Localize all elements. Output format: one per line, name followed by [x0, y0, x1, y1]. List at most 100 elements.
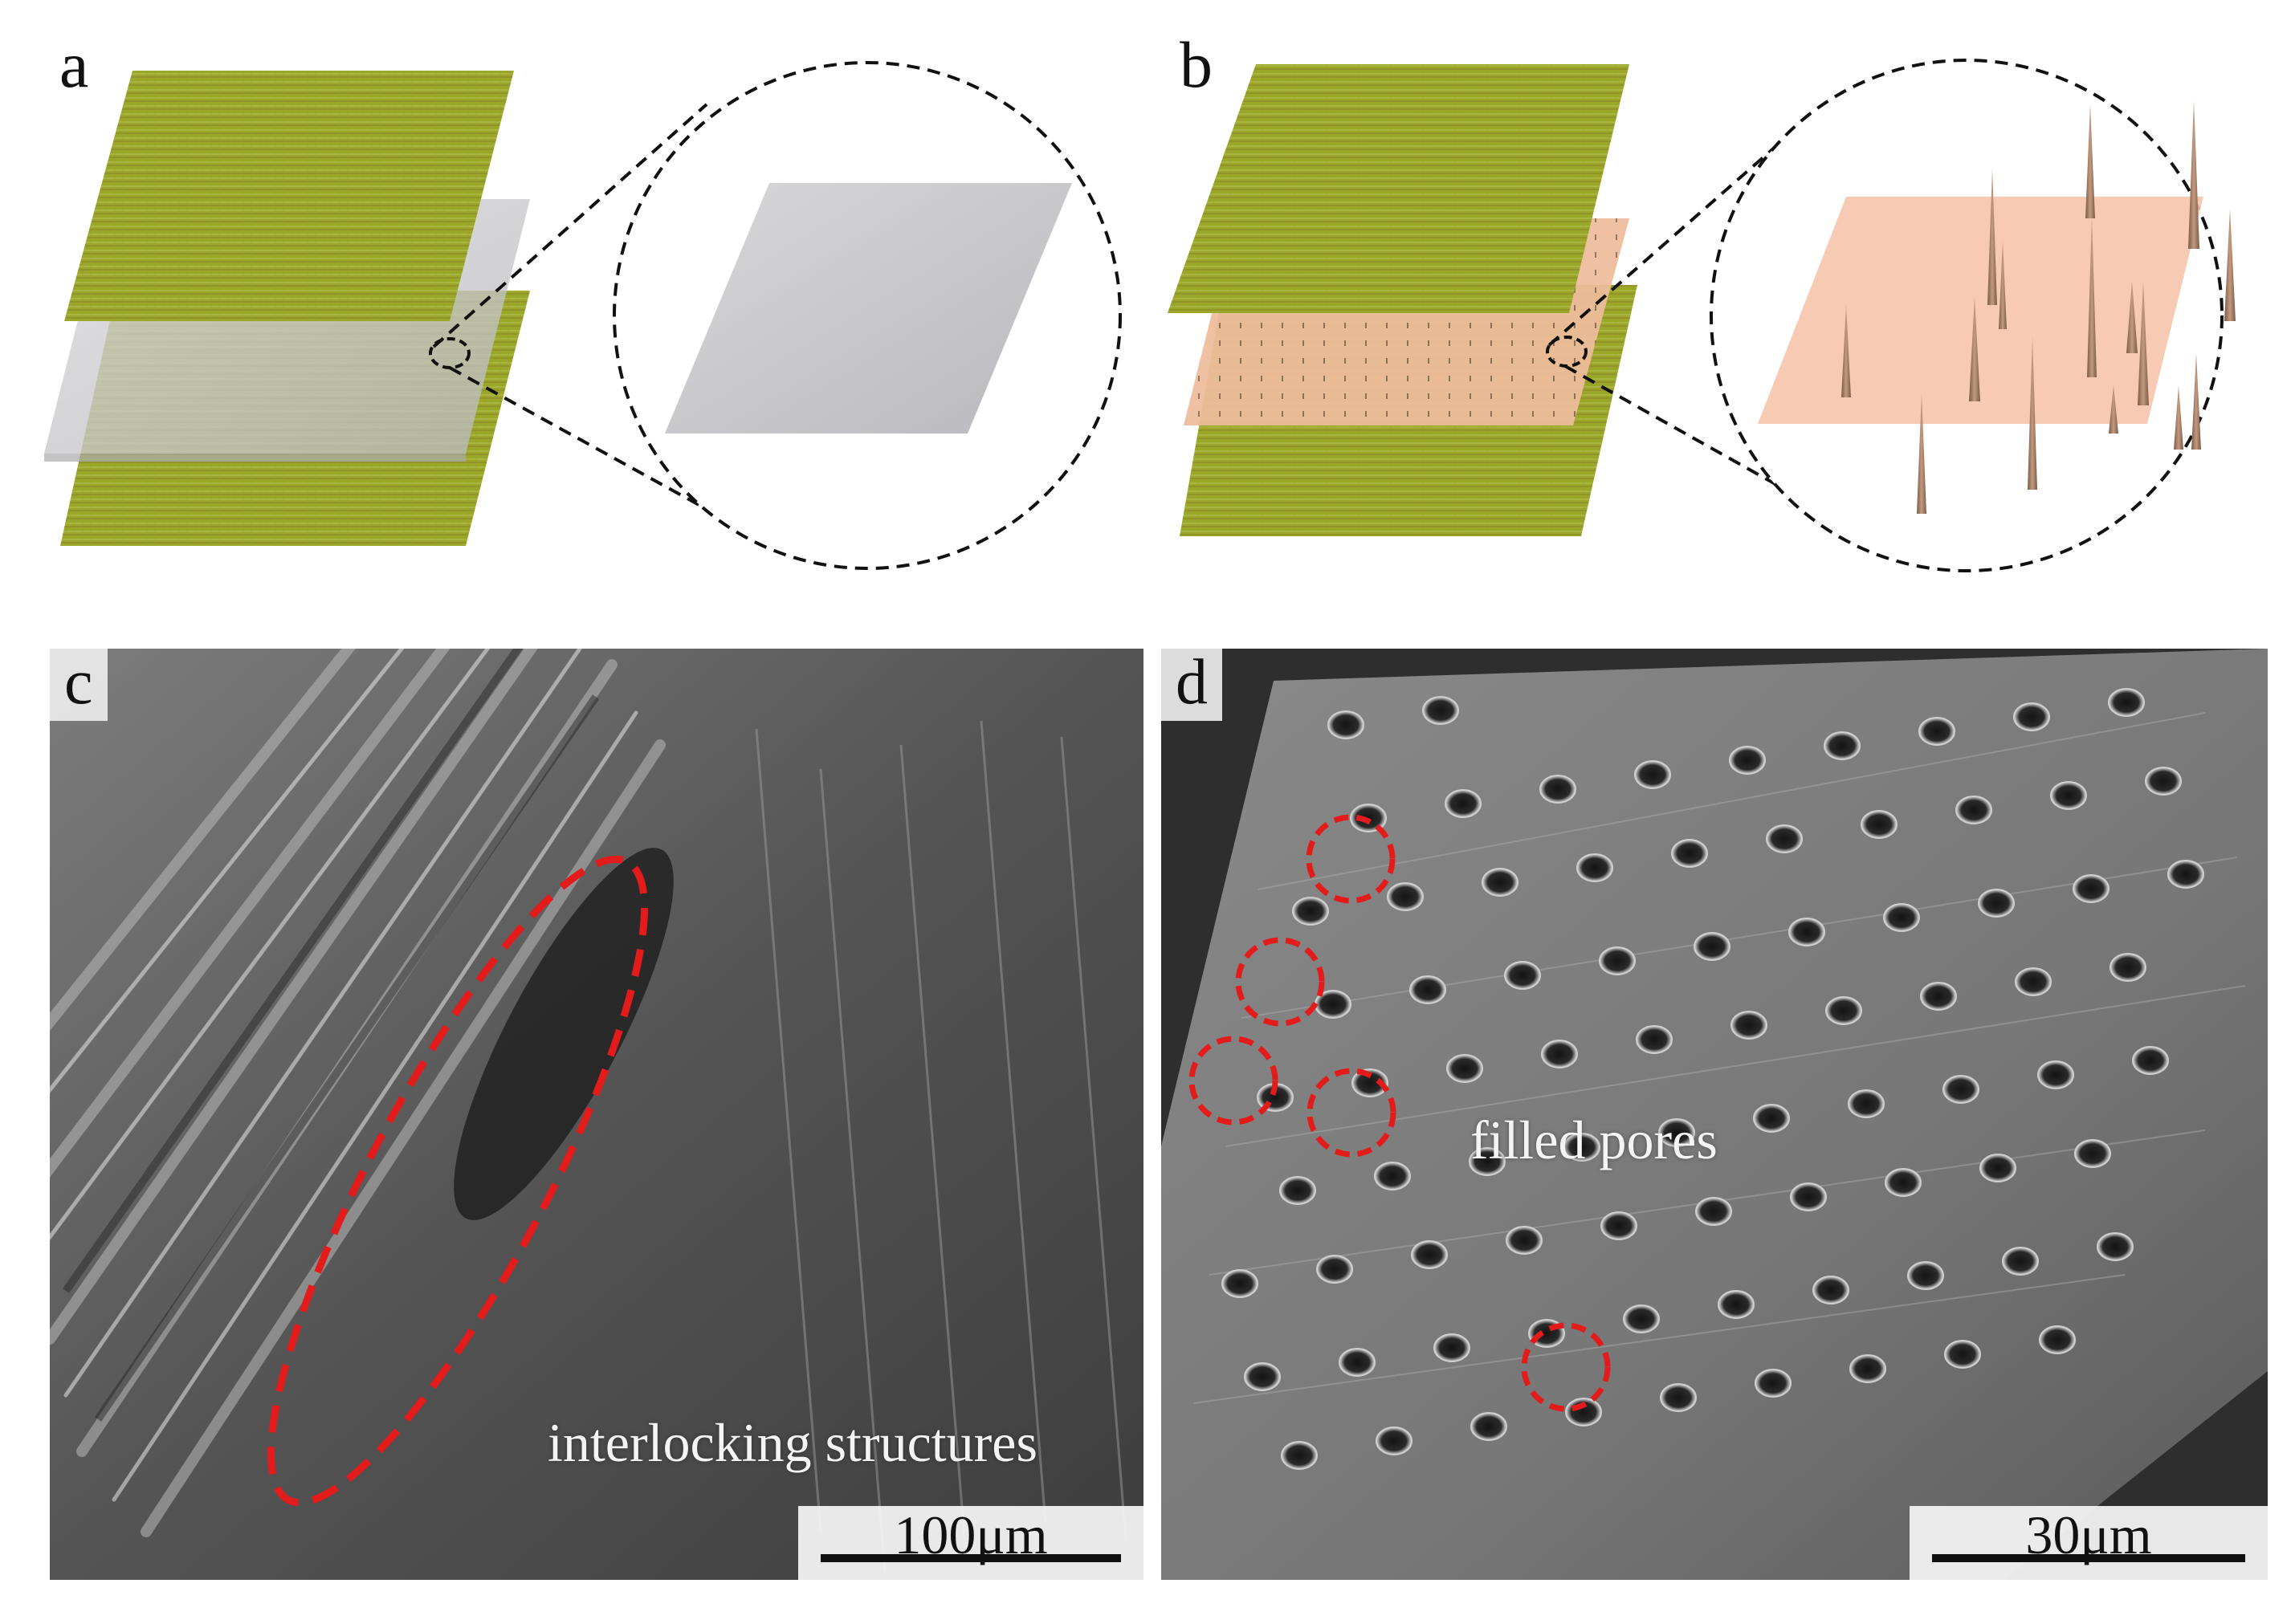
pore [1671, 839, 1708, 868]
pore [2039, 1325, 2076, 1354]
pore [1979, 1154, 2016, 1182]
needle [2126, 281, 2138, 353]
pore [2097, 1232, 2134, 1261]
pore [1433, 1333, 1470, 1362]
pore [1766, 824, 1803, 853]
pore [1660, 1383, 1697, 1412]
pore [1824, 731, 1861, 760]
pore [2037, 1060, 2074, 1089]
top-fiber-ply [64, 71, 514, 321]
scale-bar-label: 30μm [2025, 1504, 2152, 1565]
pore-array [1221, 688, 2204, 1470]
pore [1812, 1276, 1849, 1304]
interlocking-highlight [267, 855, 649, 1507]
needle [1969, 297, 1980, 401]
filled-pore-highlight [1235, 937, 1325, 1027]
pore [1376, 1427, 1412, 1455]
pore [1541, 1040, 1578, 1068]
pore [2132, 1046, 2169, 1075]
scale-bar-d: 30μm [1910, 1506, 2268, 1580]
needle [2138, 281, 2149, 405]
pore [1825, 996, 1862, 1025]
pore [1563, 1133, 1600, 1162]
pore [1636, 1025, 1673, 1054]
needle [2028, 337, 2037, 490]
pore [1942, 1075, 1979, 1104]
pore [1446, 1054, 1483, 1083]
pore [1978, 889, 2015, 918]
needle [1999, 241, 2007, 329]
panel-a: a [0, 0, 1148, 610]
panel-label-d: d [1161, 649, 1222, 721]
scale-bar-line [1932, 1554, 2245, 1562]
needle [2085, 104, 2095, 218]
pore [2110, 953, 2146, 982]
pore [1599, 946, 1636, 975]
pore [1623, 1304, 1660, 1333]
pore [1907, 1261, 1944, 1290]
pore [1918, 717, 1955, 746]
filled-pore-highlight [1188, 1036, 1278, 1125]
pore [2073, 874, 2110, 903]
needle [1917, 393, 1926, 514]
pore [1539, 775, 1576, 804]
pore [1849, 1354, 1886, 1383]
panel-d-sem-image: d filled pores 30μm [1161, 649, 2268, 1580]
pore [1576, 853, 1613, 882]
pore [1504, 961, 1541, 990]
pore [1788, 918, 1825, 946]
pore [1374, 1162, 1411, 1191]
pore [2145, 767, 2182, 796]
pore [1658, 1118, 1695, 1147]
pore [2013, 702, 2050, 731]
pore [1883, 903, 1920, 932]
pore [1753, 1104, 1790, 1133]
pore [2167, 860, 2204, 889]
zoomed-plain-film [665, 183, 1072, 433]
pore [1634, 760, 1671, 789]
pore [1422, 696, 1459, 725]
pore [1506, 1226, 1543, 1255]
panel-c-sem-image: c interlocking structures 100μm [50, 649, 1143, 1580]
filled-pore-highlights [1188, 814, 1611, 1412]
scale-bar-c: 100μm [798, 1506, 1143, 1580]
pore [2074, 1139, 2111, 1168]
sem-micrograph-d [1161, 649, 2268, 1580]
needle [2188, 100, 2199, 249]
needle [1841, 305, 1851, 397]
pore [1350, 804, 1387, 832]
pore [1730, 1011, 1767, 1040]
pore [1316, 1255, 1353, 1284]
panel-label-c: c [50, 649, 108, 721]
pore [1409, 975, 1446, 1004]
needle [2109, 385, 2118, 433]
needle [2191, 353, 2201, 450]
pore [1221, 1269, 1258, 1298]
filled-pore-highlight [1521, 1322, 1611, 1412]
top-fiber-ply [1168, 64, 1629, 313]
filled-pore-highlight [1306, 1068, 1396, 1158]
plain-film-laminate-schematic [44, 61, 1122, 570]
needle-group [1841, 100, 2236, 514]
panel-b: b [1148, 0, 2295, 610]
pore [1351, 1068, 1388, 1097]
pore [1482, 868, 1518, 897]
pore [1469, 1147, 1506, 1176]
pore [1694, 932, 1730, 961]
panel-label-b: b [1180, 28, 1213, 101]
pore [1279, 1176, 1316, 1205]
pore [2015, 967, 2052, 996]
pore [1944, 1340, 1981, 1369]
pore [1470, 1412, 1507, 1441]
pore [2050, 781, 2087, 810]
pore [1600, 1211, 1637, 1240]
sem-micrograph-c [50, 649, 1143, 1580]
pore [1339, 1348, 1376, 1377]
pore [1920, 982, 1957, 1011]
pore [1790, 1182, 1827, 1211]
pore [1755, 1369, 1792, 1398]
pore [1695, 1197, 1732, 1226]
pore [1327, 710, 1364, 739]
pore [1955, 796, 1992, 824]
scale-bar-line [821, 1554, 1121, 1562]
